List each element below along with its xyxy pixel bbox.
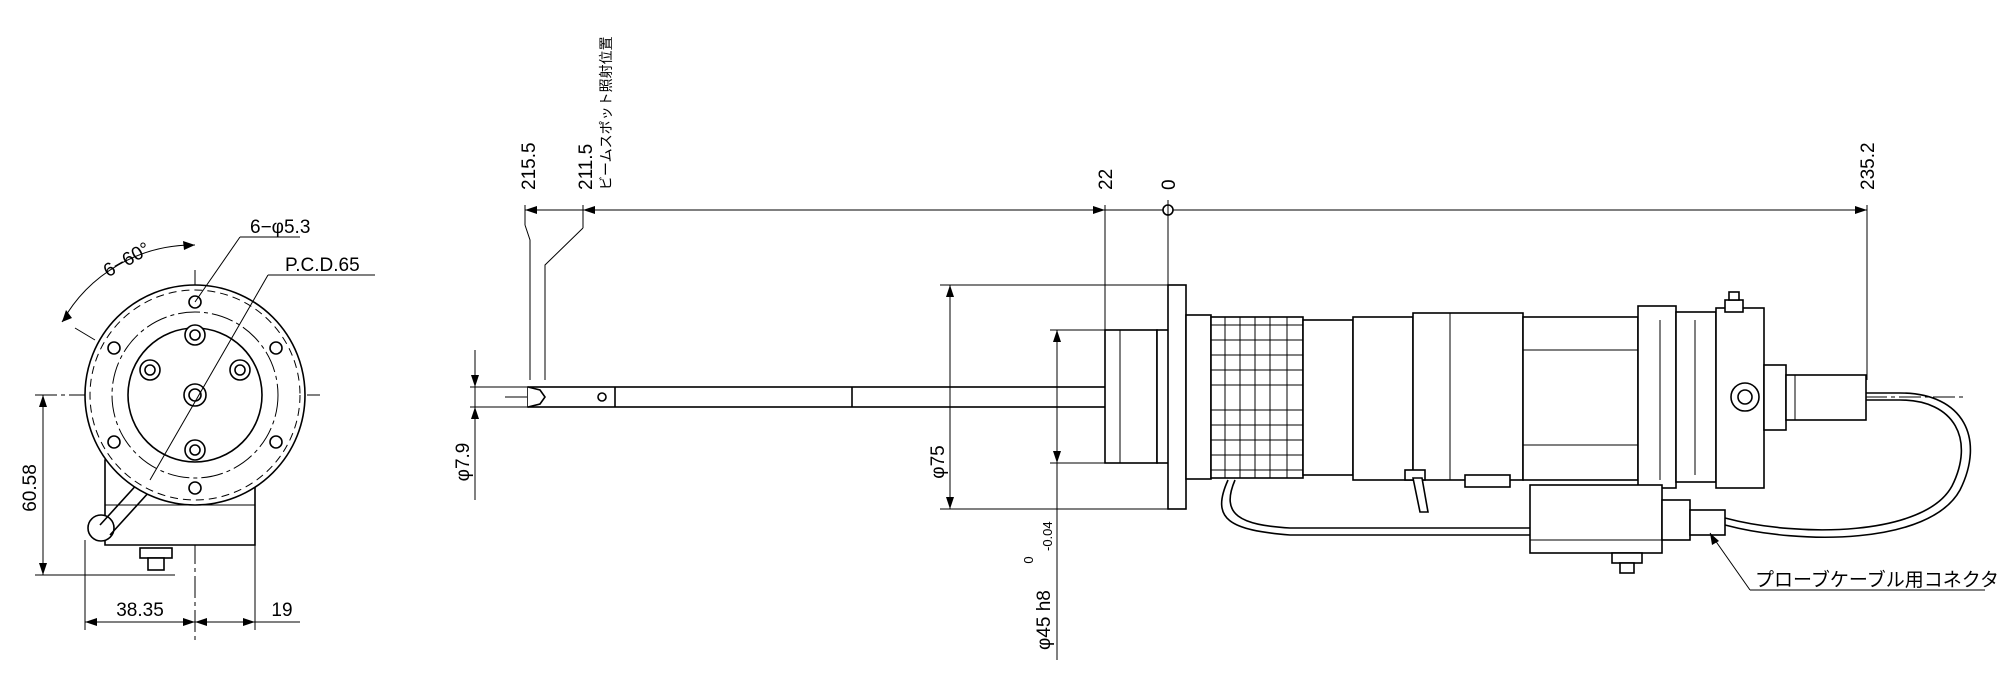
width-arrow-mid-right	[195, 618, 207, 626]
side-foot-nut	[139, 547, 173, 559]
hole-leader	[194, 236, 241, 303]
dia-7-9-arrow-bottom	[471, 407, 479, 419]
front-collar	[1104, 329, 1158, 464]
mount-hole-upper-left	[107, 341, 121, 355]
height-label: 60.58	[20, 464, 41, 512]
right-cable	[1724, 392, 1972, 538]
arrow-215-5	[525, 206, 537, 214]
angle-extension	[74, 327, 96, 341]
angle-arrow-right	[183, 241, 195, 250]
housing-section-4	[1412, 312, 1524, 481]
side-foot-nut-2	[147, 557, 165, 571]
side-pcd-circle	[111, 311, 279, 479]
mount-hole-lower-left	[107, 435, 121, 449]
rear-dial-inner	[1737, 389, 1753, 405]
fin-block	[1210, 316, 1304, 479]
dim-22-label: 22	[1096, 169, 1117, 190]
lower-connector-box	[1529, 484, 1726, 574]
right-width-label: 19	[271, 600, 292, 621]
connector-foot	[1611, 552, 1643, 564]
arrow-235-2	[1855, 206, 1867, 214]
probe-tip-notch	[527, 386, 546, 408]
housing-neck	[1185, 314, 1212, 480]
connector-leader-arrow	[1710, 533, 1719, 545]
rear-knob-top	[1724, 299, 1744, 313]
dim-235-2-label: 235.2	[1858, 142, 1879, 190]
dia-75-arrow-top	[946, 285, 954, 297]
left-cable	[1220, 479, 1530, 536]
connector-label: プローブケーブル用コネクタ	[1755, 568, 1999, 591]
connector-leader	[1709, 532, 1751, 591]
angle-label: 6−60°	[100, 239, 154, 282]
ext-215-5-jog	[524, 224, 531, 380]
mount-hole-bottom	[188, 481, 202, 495]
front-flange	[1167, 284, 1187, 510]
rear-plate-2	[1675, 311, 1717, 483]
rear-assembly	[1637, 291, 1867, 489]
dia-45-arrow-bottom	[1053, 451, 1061, 463]
connector-housing	[1661, 499, 1691, 541]
housing-section-5	[1522, 316, 1639, 481]
housing-tab-2	[1464, 474, 1511, 488]
boss-screw-top-inner	[189, 329, 201, 341]
rear-knob-top-2	[1728, 291, 1740, 301]
side-lever-knob	[87, 514, 115, 542]
dia-45-arrow-top	[1053, 330, 1061, 342]
connector-box	[1529, 484, 1663, 554]
rear-plate-1	[1637, 305, 1677, 489]
finned-housing	[1185, 312, 1639, 513]
dim-0-label: 0	[1159, 179, 1180, 190]
dim-215-5-label: 215.5	[519, 142, 540, 190]
angle-arrow-left	[62, 310, 72, 322]
mount-hole-upper-right	[269, 341, 283, 355]
housing-pin	[1412, 477, 1429, 513]
dim-211-5-label: 211.5	[576, 144, 597, 190]
dia-75-arrow-bottom	[946, 497, 954, 509]
right-cable-2	[1724, 399, 1963, 531]
width-arrow-mid-left	[183, 618, 195, 626]
height-arrow-bottom	[39, 563, 47, 575]
dia-7-9-label: φ7.9	[453, 443, 474, 482]
housing-section-3	[1352, 316, 1414, 481]
beam-spot-label: ビームスポット照射位置	[598, 36, 614, 190]
side-boss-screws	[139, 324, 251, 461]
width-arrow-right	[243, 618, 255, 626]
width-arrow-left	[85, 618, 97, 626]
ext-211-5-jog	[544, 227, 584, 380]
pcd-label: P.C.D.65	[285, 255, 360, 276]
dia-7-9-arrow-top	[471, 375, 479, 387]
dia-75-label: φ75	[928, 445, 949, 478]
connector-foot-2	[1619, 562, 1635, 574]
pcd-leader	[149, 274, 269, 481]
boss-screw-right-inner	[234, 364, 246, 376]
angle-arc	[61, 244, 196, 323]
hole-label: 6−φ5.3	[250, 217, 310, 238]
height-arrow-top	[39, 395, 47, 407]
left-cable-2	[1229, 479, 1530, 529]
side-flange-inner-hidden	[89, 289, 301, 501]
dia-45-tol-lower: -0.04	[1040, 521, 1055, 551]
mount-hole-lower-right	[269, 435, 283, 449]
probe-tip-hole	[597, 392, 607, 402]
boss-screw-left-inner	[144, 364, 156, 376]
rear-nut	[1763, 364, 1787, 431]
boss-screw-bottom-inner	[189, 444, 201, 456]
dia-45-tol-upper: 0	[1021, 556, 1036, 563]
arrow-22	[1093, 206, 1105, 214]
rear-connector-body	[1785, 374, 1867, 421]
arrow-211-5	[583, 206, 595, 214]
connector-plug	[1689, 509, 1726, 536]
left-width-label: 38.35	[116, 600, 164, 621]
front-view: 215.5 211.5 ビームスポット照射位置 22 0 235.2 φ7.9 …	[453, 36, 1999, 660]
dia-45-label: φ45 h8	[1034, 590, 1055, 650]
housing-section-2	[1302, 319, 1354, 476]
front-collar-step	[1156, 329, 1170, 464]
side-view: 6−60° 6−φ5.3 P.C.D.65 60.58 38.35 19	[20, 217, 375, 640]
